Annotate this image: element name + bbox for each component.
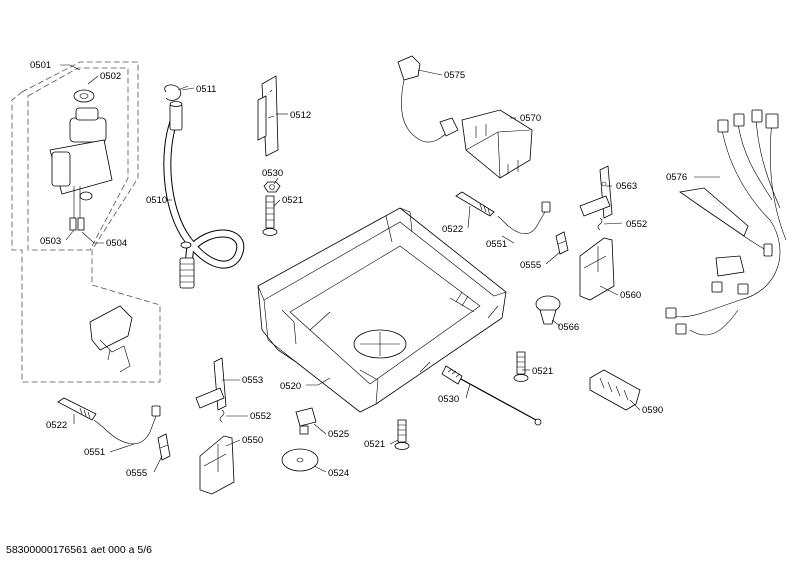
callout-0576: 0576 [666,172,687,183]
hinge-0553-part [195,357,227,411]
callout-0552-lower: 0552 [250,411,271,422]
callout-0525: 0525 [328,429,349,440]
hose-clip-part [164,84,189,101]
screw-0521-right-part [513,351,529,382]
connector-0555-upper-part [555,231,569,255]
pressure-switch-tube-0522-lower-part [57,397,97,421]
inlet-valve-part [49,89,113,231]
callout-0511: 0511 [196,84,216,95]
callout-0590: 0590 [642,405,663,416]
drain-hose-part [163,101,245,289]
callout-0563: 0563 [616,181,637,192]
sensor-cable-0551-lower-part [93,405,161,445]
callout-0501: 0501 [30,60,51,71]
callout-0555-lower: 0555 [126,468,147,479]
callout-0512: 0512 [290,110,311,121]
callout-0566: 0566 [558,322,579,333]
sensor-cable-0551-upper-part [497,201,551,234]
cover-0590-part [589,369,641,411]
callout-0530-upper: 0530 [262,168,283,179]
callout-0551-upper: 0551 [486,239,507,250]
wiring-harness-part [665,109,787,336]
callout-0502: 0502 [100,71,121,82]
bracket-0550-part [199,435,235,495]
nut-0530-part [263,181,281,193]
bracket-0512-part [257,75,279,157]
callout-0522-upper: 0522 [442,224,463,235]
callout-0553: 0553 [242,375,263,386]
callout-0504: 0504 [106,238,127,249]
spring-0552-lower-part [219,409,225,423]
callout-0560: 0560 [620,290,641,301]
callout-0555-upper: 0555 [520,260,541,271]
aquastop-hose-part [67,263,133,373]
power-cable-part [397,55,459,143]
spring-0552-upper-part [597,217,603,231]
bracket-0560-part [579,237,615,301]
callout-0552-upper: 0552 [626,219,647,230]
connector-0555-lower-part [157,433,171,461]
leader-lines [60,64,720,473]
callout-0521-upper: 0521 [282,195,303,206]
disc-0524-part [281,448,319,472]
screw-0521-upper-part [262,195,278,236]
callout-0524: 0524 [328,468,349,479]
callout-0551-lower: 0551 [84,447,105,458]
callout-0522-lower: 0522 [46,420,67,431]
control-module-part [461,109,533,179]
assembly-group-outline [11,61,161,383]
callout-0550: 0550 [242,435,263,446]
sensor-0525-part [295,407,317,435]
document-code: 58300000176561 aet 000 a 5/6 [6,544,152,556]
callout-0575: 0575 [444,70,465,81]
screw-0521-lower-part [394,419,410,450]
callout-0503: 0503 [40,236,61,247]
motor-0566-part [535,295,561,325]
callout-0520: 0520 [280,381,301,392]
pressure-switch-tube-0522-upper-part [455,191,495,217]
callout-0510: 0510 [146,195,167,206]
assembly-subgroup-outline [27,67,129,251]
base-tub-part [257,207,507,413]
hinge-0563-part [579,165,613,219]
callout-0521-lower: 0521 [364,439,385,450]
callout-0570: 0570 [520,113,541,124]
callout-0530-lower: 0530 [438,394,459,405]
callout-0521-right: 0521 [532,366,553,377]
float-rod-0530-part [441,365,542,426]
